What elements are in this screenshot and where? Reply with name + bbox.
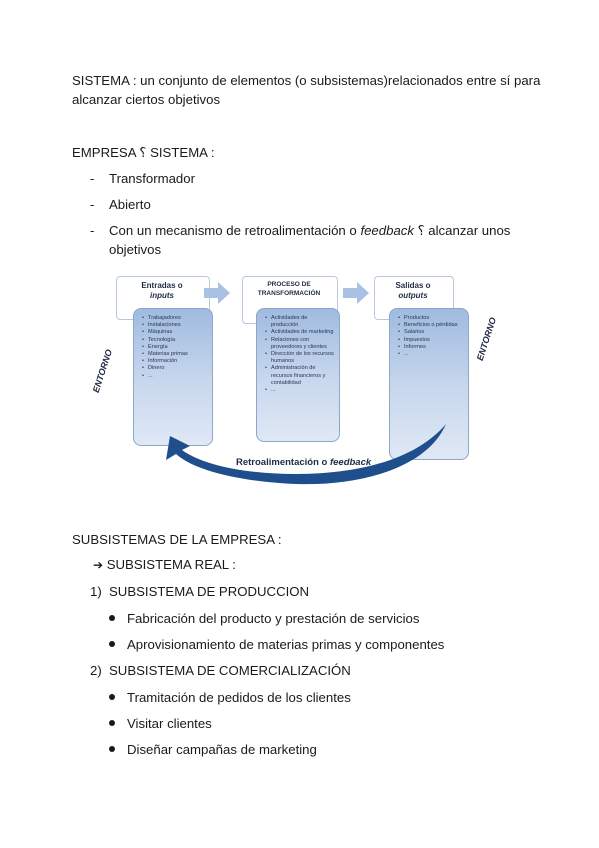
process-list-item: ... <box>265 387 335 394</box>
number-marker: 2) <box>90 663 102 678</box>
inputs-list-item: Dinero <box>142 365 208 372</box>
list-item-text: Transformador <box>109 171 195 186</box>
inputs-list-box: Trabajadores Instalaciones Máquinas Tecn… <box>133 308 213 446</box>
feedback-label-text: Retroalimentación o <box>236 457 328 468</box>
inputs-list-item: Instalaciones <box>142 322 208 329</box>
system-diagram: Entradas o inputs Trabajadores Instalaci… <box>86 270 518 492</box>
inputs-list-item: Máquinas <box>142 329 208 336</box>
inputs-title: Entradas o <box>141 281 183 290</box>
list-item-text: Aprovisionamiento de materias primas y c… <box>127 637 445 652</box>
list-item: Aprovisionamiento de materias primas y c… <box>109 635 549 654</box>
numbered-item: 1) SUBSISTEMA DE PRODUCCION <box>90 582 490 601</box>
numbered-item-title: SUBSISTEMA DE COMERCIALIZACIÓN <box>109 663 351 678</box>
outputs-title: Salidas o <box>395 281 431 290</box>
list-item-text-part: ⸮ alcanzar unos <box>413 223 511 238</box>
number-marker: 1) <box>90 584 102 599</box>
process-list-item: Relaciones con proveedores y clientes <box>265 337 335 351</box>
list-item-text: Abierto <box>109 197 151 212</box>
real-heading-row: ➔ SUBSISTEMA REAL : <box>93 555 236 575</box>
feedback-label: Retroalimentación o feedback <box>236 457 371 468</box>
list-item: - Con un mecanismo de retroalimentación … <box>90 221 560 240</box>
outputs-list-box: Productos Beneficios o pérdidas Salarios… <box>389 308 469 460</box>
list-item-text: Diseñar campañas de marketing <box>127 742 317 757</box>
process-list-item: Actividades de marketing <box>265 329 335 336</box>
list-item-continuation: objetivos <box>109 242 162 257</box>
process-list-item: Actividades de producción <box>265 315 335 329</box>
process-title-2: TRANSFORMACIÓN <box>257 290 321 297</box>
definition-line-2: alcanzar ciertos objetivos <box>72 92 221 107</box>
inputs-list-item: Tecnología <box>142 337 208 344</box>
process-title-1: PROCESO DE <box>267 281 311 288</box>
flow-arrow-icon <box>343 282 369 304</box>
process-list-box: Actividades de producción Actividades de… <box>256 308 340 442</box>
inputs-title-italic: inputs <box>150 291 174 300</box>
dash-marker: - <box>90 223 95 238</box>
inputs-list-item: Información <box>142 358 208 365</box>
bullet-icon <box>109 615 115 621</box>
dash-marker: - <box>90 171 95 186</box>
real-heading: SUBSISTEMA REAL : <box>106 557 236 572</box>
list-item: Fabricación del producto y prestación de… <box>109 609 549 628</box>
bullet-icon <box>109 746 115 752</box>
bullet-icon <box>109 694 115 700</box>
list-item: Visitar clientes <box>109 714 549 733</box>
flow-arrow-icon <box>204 282 230 304</box>
outputs-title-italic: outputs <box>398 291 428 300</box>
list-item-text: Con un mecanismo de retroalimentación o … <box>109 223 510 238</box>
feedback-label-italic: feedback <box>329 457 372 468</box>
list-item: - Transformador <box>90 169 550 188</box>
bullet-icon <box>109 641 115 647</box>
outputs-list-item: ... <box>398 351 464 358</box>
inputs-list-item: Energía <box>142 344 208 351</box>
feedback-arrow-icon <box>166 424 446 485</box>
feedback-italic: feedback <box>360 223 414 238</box>
inputs-list-item: Materias primas <box>142 351 208 358</box>
inputs-list-item: Trabajadores <box>142 315 208 322</box>
outputs-list-item: Impuestos <box>398 337 464 344</box>
bullet-icon <box>109 720 115 726</box>
numbered-item-title: SUBSISTEMA DE PRODUCCION <box>109 584 310 599</box>
empresa-heading: EMPRESA ⸮ SISTEMA : <box>72 145 215 160</box>
list-item-text: Visitar clientes <box>127 716 212 731</box>
dash-marker: - <box>90 197 95 212</box>
list-item-text: Tramitación de pedidos de los clientes <box>127 690 351 705</box>
inputs-list-item: ... <box>142 373 208 380</box>
outputs-list-item: Productos <box>398 315 464 322</box>
process-list-item: Administración de recursos financieros y… <box>265 365 335 387</box>
list-item-text: Fabricación del producto y prestación de… <box>127 611 420 626</box>
list-item-text-part: Con un mecanismo de retroalimentación o <box>109 223 361 238</box>
entorno-left-label: ENTORNO <box>90 348 115 394</box>
list-item: Diseñar campañas de marketing <box>109 740 549 759</box>
definition-line-1: SISTEMA : un conjunto de elementos (o su… <box>72 73 541 88</box>
arrow-right-icon: ➔ <box>93 558 104 572</box>
entorno-right-label: ENTORNO <box>474 316 499 362</box>
outputs-list-item: Salarios <box>398 329 464 336</box>
numbered-item: 2) SUBSISTEMA DE COMERCIALIZACIÓN <box>90 661 490 680</box>
list-item: - Abierto <box>90 195 550 214</box>
list-item: Tramitación de pedidos de los clientes <box>109 688 549 707</box>
outputs-list-item: Beneficios o pérdidas <box>398 322 464 329</box>
outputs-list-item: Informes <box>398 344 464 351</box>
subsistemas-heading: SUBSISTEMAS DE LA EMPRESA : <box>72 532 282 547</box>
process-list-item: Dirección de los recursos humanos <box>265 351 335 365</box>
